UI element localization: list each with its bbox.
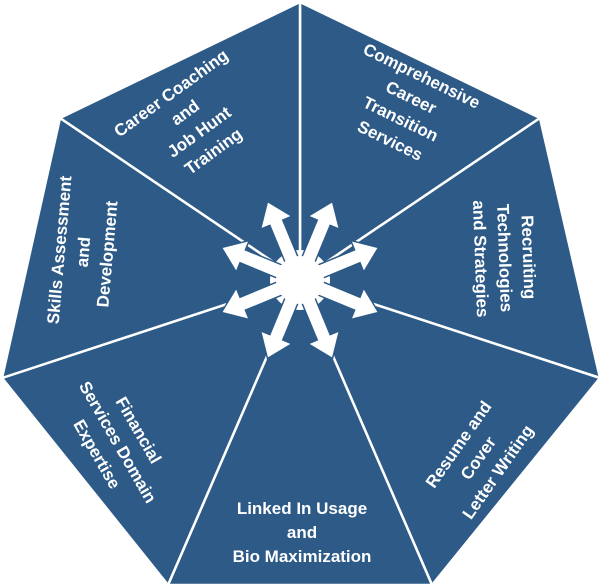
label-line: and Strategies: [469, 200, 492, 318]
label-recruiting-technologies: RecruitingTechnologiesand Strategies: [469, 198, 540, 317]
label-line: and: [73, 236, 95, 268]
segment-skills-assessment: [58, 0, 302, 282]
label-line: Bio Maximization: [233, 547, 372, 566]
label-line: and: [287, 523, 317, 542]
burst-arrow: [259, 296, 300, 360]
hub-core: [276, 256, 324, 304]
burst-arrow: [316, 280, 380, 321]
label-line: Recruiting: [518, 215, 540, 300]
burst-arrow: [220, 239, 284, 280]
burst-arrow: [300, 200, 341, 264]
burst-arrow: [220, 280, 284, 321]
multi-arrow-burst-icon: [220, 200, 380, 360]
burst-arrow: [300, 296, 341, 360]
label-line: Technologies: [493, 204, 516, 313]
label-line: Linked In Usage: [237, 499, 367, 518]
burst-arrow: [259, 200, 300, 264]
burst-arrow: [316, 239, 380, 280]
